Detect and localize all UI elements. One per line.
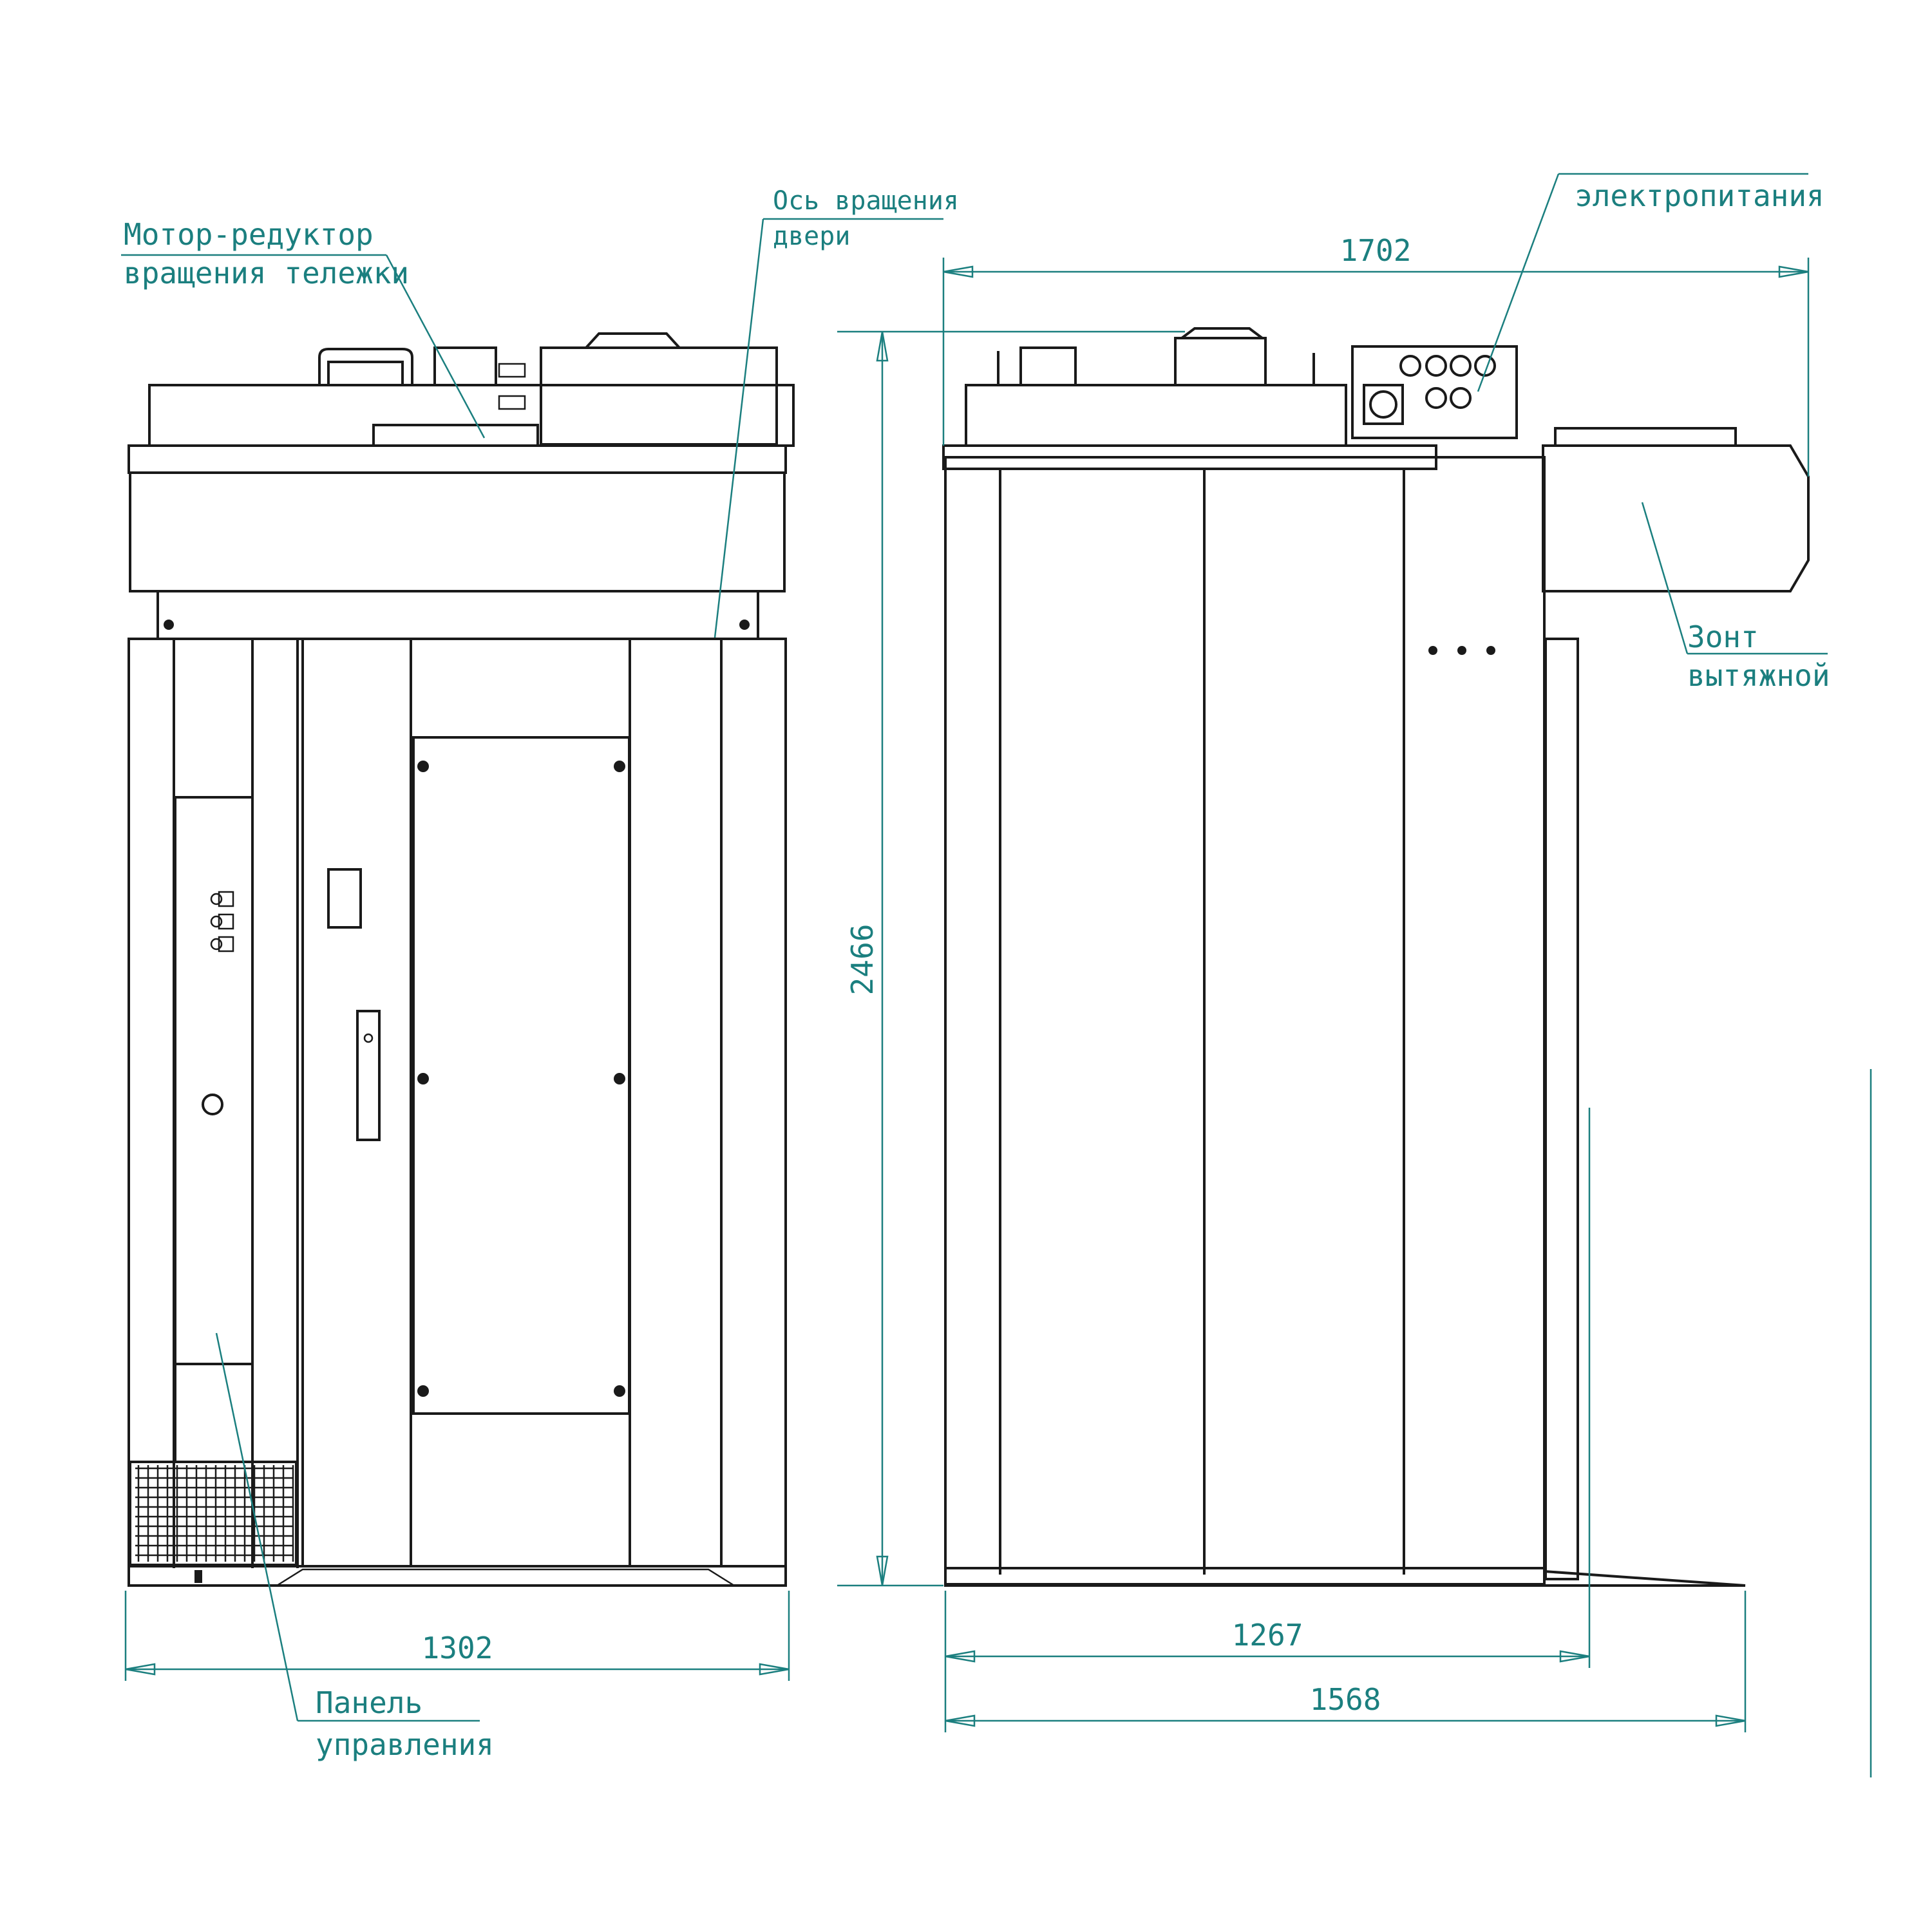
front-connector-2 xyxy=(498,395,526,410)
door-handle[interactable] xyxy=(356,1010,381,1141)
glass-bolt-5 xyxy=(417,1385,429,1397)
power-connector-6 xyxy=(1450,387,1472,409)
label-door-axis-line2: двери xyxy=(773,222,850,251)
front-ramp xyxy=(276,1568,735,1587)
label-panel-line1: Панель xyxy=(316,1685,422,1720)
power-connector-4 xyxy=(1474,355,1496,377)
front-connector-1 xyxy=(498,363,526,378)
dimension-lines xyxy=(124,258,1872,1777)
label-panel-line2: управления xyxy=(316,1727,494,1762)
label-power: электропитания xyxy=(1575,178,1824,213)
front-plate xyxy=(372,424,539,447)
power-connector-5 xyxy=(1425,387,1447,409)
label-hood-line1: Зонт xyxy=(1687,620,1759,654)
dimension-labels: 1302 2466 1702 1267 1568 xyxy=(422,233,1412,1717)
glass-bolt-4 xyxy=(614,1073,625,1084)
power-connector-3 xyxy=(1450,355,1472,377)
side-view xyxy=(942,327,1810,1587)
glass-bolt-3 xyxy=(417,1073,429,1084)
control-panel xyxy=(174,796,254,1365)
front-door[interactable] xyxy=(301,638,723,1567)
side-base xyxy=(944,1567,1546,1587)
label-hood-line2: вытяжной xyxy=(1687,658,1830,693)
control-switches[interactable] xyxy=(210,891,234,952)
front-vent-grid xyxy=(129,1461,298,1566)
door-handle-lock xyxy=(363,1033,374,1043)
dim-overall-width: 1702 xyxy=(1340,233,1412,268)
dim-height: 2466 xyxy=(845,924,880,996)
side-dot-1 xyxy=(1428,646,1437,655)
front-beam xyxy=(156,590,759,640)
side-fan xyxy=(1174,337,1267,386)
power-main-socket xyxy=(1363,384,1404,425)
power-box xyxy=(1351,345,1518,439)
door-glass-panel xyxy=(412,736,630,1415)
side-small-box xyxy=(1019,346,1077,386)
control-knob[interactable] xyxy=(202,1094,223,1115)
side-ramp xyxy=(1543,1569,1746,1587)
front-base xyxy=(128,1565,787,1587)
side-door-profile xyxy=(1544,638,1579,1580)
front-canopy xyxy=(129,471,786,592)
front-body xyxy=(128,638,787,1587)
label-door-axis-line1: Ось вращения xyxy=(773,186,959,216)
front-base-lock xyxy=(194,1570,202,1583)
front-motor-box xyxy=(540,346,778,446)
door-window xyxy=(327,868,362,929)
front-handle xyxy=(318,348,413,385)
glass-bolt-2 xyxy=(614,761,625,772)
side-fan-cap xyxy=(1180,327,1264,339)
front-fan-cap xyxy=(583,332,683,349)
label-motor-line2: вращения тележки xyxy=(124,256,409,290)
power-connector-2 xyxy=(1425,355,1447,377)
power-main-socket-ring xyxy=(1369,390,1397,419)
glass-bolt-1 xyxy=(417,761,429,772)
side-top-unit xyxy=(965,384,1347,447)
dim-side-depth-ramp: 1568 xyxy=(1310,1682,1381,1717)
front-top-band xyxy=(128,444,787,474)
front-handle-inner xyxy=(327,361,404,385)
exhaust-hood xyxy=(1542,444,1810,592)
label-motor-line1: Мотор-редуктор xyxy=(124,217,374,252)
front-beam-bolt-r xyxy=(739,620,750,630)
side-body xyxy=(944,456,1546,1586)
front-small-box xyxy=(433,346,497,386)
power-connector-1 xyxy=(1399,355,1421,377)
callout-leaders xyxy=(121,173,1828,1722)
dim-front-width: 1302 xyxy=(422,1631,493,1665)
dim-side-depth: 1267 xyxy=(1232,1618,1303,1653)
side-dot-2 xyxy=(1457,646,1466,655)
hood-top-unit xyxy=(1554,427,1737,447)
front-view xyxy=(128,332,795,1587)
side-dot-3 xyxy=(1486,646,1495,655)
front-beam-bolt-l xyxy=(164,620,174,630)
glass-bolt-6 xyxy=(614,1385,625,1397)
callout-labels: Мотор-редуктор вращения тележки Ось вращ… xyxy=(124,178,1830,1762)
